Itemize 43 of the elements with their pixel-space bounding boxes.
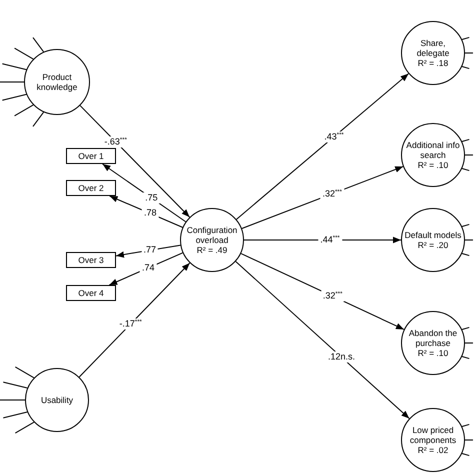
edge-label: .43$^{***}$ [322, 131, 346, 142]
arrow [240, 253, 404, 330]
r-squared-value: R² = .10 [416, 160, 450, 170]
edge-label: .12n.s. [326, 352, 358, 363]
r-squared-value: R² = .10 [416, 348, 450, 358]
indicator-box [66, 285, 116, 301]
arrow [116, 244, 181, 258]
edge-label: -.63$^{***}$ [102, 136, 129, 148]
arrow [102, 164, 186, 222]
r-squared-value: R² = .02 [416, 445, 450, 455]
node-label: Additional info search [405, 140, 461, 160]
indicator-box [66, 180, 116, 196]
node-label: Over 2 [77, 183, 105, 193]
node-label: Share, delegate [416, 38, 450, 58]
node-label: Over 3 [77, 255, 105, 265]
arrow [241, 166, 404, 230]
edge-label: .75 [143, 192, 160, 204]
edge-label: .74 [140, 262, 156, 274]
r-squared-value: R² = .20 [416, 240, 450, 250]
edge-label: .44$^{***}$ [318, 234, 342, 246]
edge-label: -.17$^{***}$ [117, 318, 144, 330]
edge-label: .78 [142, 208, 158, 219]
indicator-box [66, 148, 116, 164]
node-label: Configuration overload [186, 225, 238, 245]
r-squared-value: R² = .49 [196, 245, 228, 255]
edge-label: .32$^{***}$ [320, 188, 344, 200]
node-label: Usability [40, 395, 74, 405]
arrow [80, 105, 190, 218]
arrow [244, 236, 402, 244]
node-label: Default models [404, 230, 462, 240]
arrow [78, 262, 190, 378]
arrow [236, 73, 410, 220]
node-label: Low priced components [408, 425, 458, 445]
arrow [235, 260, 410, 420]
arrow [108, 252, 184, 286]
node-label: Abandon the purchase [408, 328, 458, 348]
node-label: Over 1 [77, 151, 105, 161]
arrow [109, 196, 184, 228]
node-label: Over 4 [77, 288, 105, 298]
r-squared-value: R² = .18 [416, 58, 450, 68]
indicator-box [66, 252, 116, 268]
node-label: Product knowledge [36, 72, 78, 92]
edge-label: .32$^{***}$ [320, 290, 344, 302]
